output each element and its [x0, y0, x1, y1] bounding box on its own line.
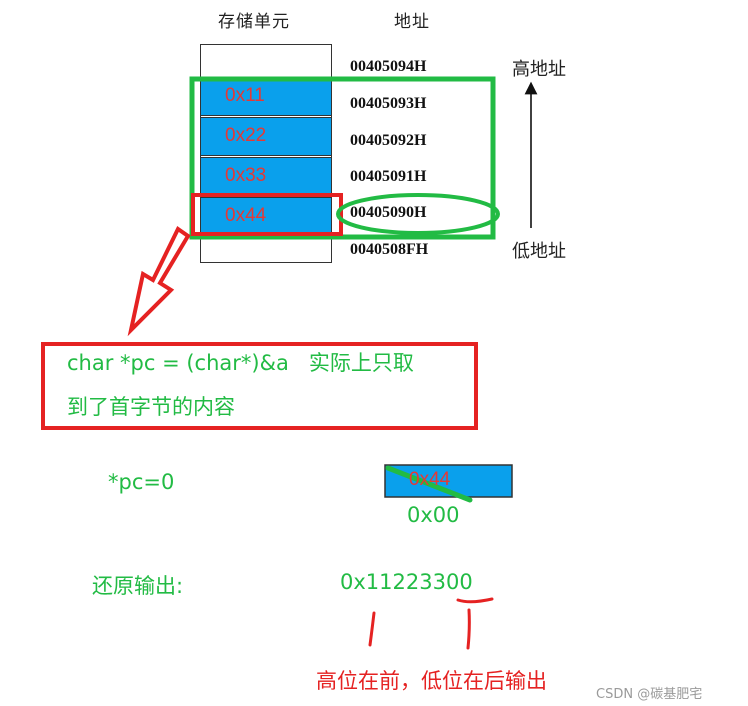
address-label: 00405090H: [350, 204, 427, 221]
old-cell-value: 0x44: [409, 469, 451, 490]
address-label: 00405094H: [350, 58, 427, 75]
red-first-byte-box: [191, 193, 343, 236]
address-label: 0040508FH: [350, 241, 429, 258]
memory-cell-4: 0x44: [200, 197, 332, 236]
watermark: CSDN @碳基肥宅: [596, 687, 703, 702]
annotation-line-2: 到了首字节的内容: [67, 395, 235, 419]
address-label: 00405092H: [350, 132, 427, 149]
restore-value: 0x11223300: [340, 570, 473, 594]
memory-cell-3: 0x33: [200, 157, 332, 196]
annotation-line-1: char *pc = (char*)&a 实际上只取: [67, 351, 414, 375]
annotation-box: [41, 342, 478, 430]
address-header: 地址: [394, 12, 430, 32]
address-label: 00405091H: [350, 168, 427, 185]
red-mark-line-1: [368, 611, 376, 647]
memory-cell-1: 0x11: [200, 77, 332, 116]
red-down-arrow-icon: [127, 226, 191, 337]
pc-assign-text: *pc=0: [108, 470, 175, 494]
memory-cell-2: 0x22: [200, 117, 332, 156]
low-address-label: 低地址: [512, 241, 566, 262]
memory-units-header: 存储单元: [218, 12, 290, 32]
cell-value: 0x22: [225, 125, 267, 146]
new-cell-value: 0x00: [407, 503, 460, 527]
green-ellipse: [336, 193, 500, 235]
cell-value: 0x44: [225, 205, 267, 226]
restore-label: 还原输出:: [92, 574, 184, 598]
high-address-label: 高地址: [512, 59, 566, 80]
cell-value: 0x33: [225, 165, 267, 186]
green-highlight-box: [189, 76, 496, 240]
red-mark-line-2: [466, 608, 471, 650]
strike-line: [385, 465, 473, 503]
address-label: 00405093H: [350, 95, 427, 112]
underline-mark: [456, 597, 494, 604]
explanation-text: 高位在前，低位在后输出: [316, 669, 547, 693]
cell-value: 0x11: [225, 85, 265, 106]
